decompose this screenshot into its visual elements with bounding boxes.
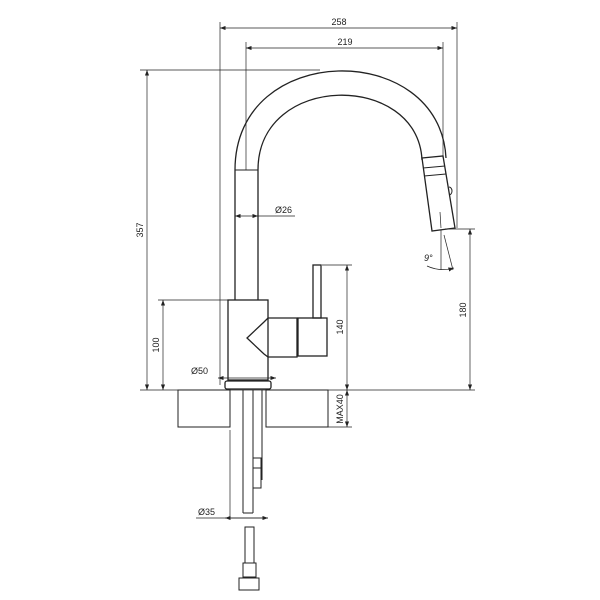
supply-hoses <box>238 390 263 591</box>
faucet-body <box>224 264 328 390</box>
dim-outlet-height: 180 <box>458 302 468 317</box>
dim-max-thickness: MAX40 <box>335 394 345 424</box>
dim-spout-diameter: Ø26 <box>275 205 292 215</box>
spray-head <box>421 155 456 232</box>
dim-hose-diameter: Ø35 <box>198 507 215 517</box>
dim-spray-angle: 9° <box>424 253 433 263</box>
dim-base-diameter: Ø50 <box>191 366 208 376</box>
dim-overall-height: 357 <box>135 222 145 237</box>
dim-body-height: 100 <box>151 337 161 352</box>
dimension-lines <box>140 22 475 521</box>
dim-spout-reach: 219 <box>337 37 352 47</box>
dim-handle-height: 140 <box>335 319 345 334</box>
dim-overall-width: 258 <box>331 17 346 27</box>
spout <box>234 70 447 300</box>
countertop <box>140 389 475 428</box>
